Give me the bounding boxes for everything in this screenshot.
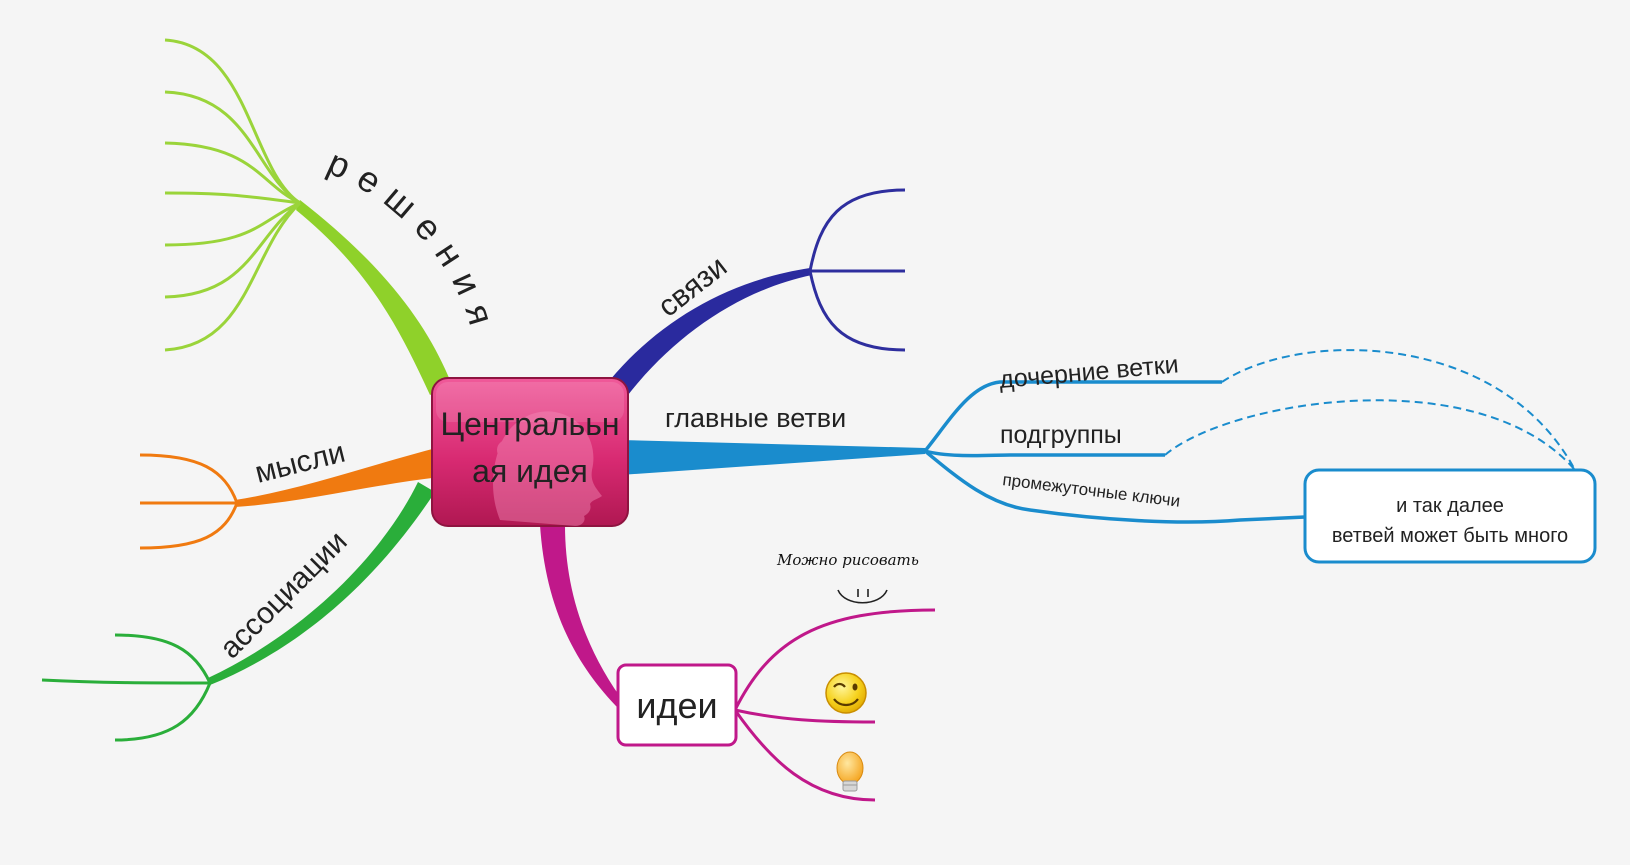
lightbulb-icon bbox=[836, 751, 864, 792]
sub-branch-docherniye-label: дочерние ветки bbox=[998, 350, 1180, 394]
branch-glavnye-trunk bbox=[620, 440, 925, 475]
branch-glavnye-twigs bbox=[923, 380, 1306, 524]
branch-idei-twigs bbox=[733, 608, 936, 802]
central-node-line1: Централььн bbox=[440, 406, 619, 442]
branch-idei: идеи Можно рисовать bbox=[540, 525, 936, 802]
branch-resheniya-trunk bbox=[296, 200, 452, 395]
branch-idei-box bbox=[616, 663, 738, 747]
branch-glavnye-dashed-links bbox=[1164, 349, 1576, 471]
sub-branch-promezhutochnye-label: промежуточные ключи bbox=[1002, 470, 1182, 511]
branch-resheniya-label: решения bbox=[322, 141, 506, 341]
winking-smiley-icon bbox=[825, 672, 867, 714]
central-node: Централььн ая идея bbox=[431, 377, 629, 527]
note-box-line2: ветвей может быть много bbox=[1332, 525, 1568, 547]
branch-resheniya-twigs bbox=[164, 38, 302, 352]
branch-idei-label: идеи bbox=[636, 685, 717, 726]
branch-assotsiatsii: ассоциации bbox=[41, 482, 435, 742]
sub-branch-podgruppy-label: подгруппы bbox=[1000, 421, 1122, 449]
branch-mysli-twigs bbox=[139, 453, 239, 550]
branch-glavnye: главные ветви дочерние ветки подгруппы п… bbox=[620, 349, 1597, 564]
branch-svyazi-twigs bbox=[808, 188, 906, 352]
branch-glavnye-label: главные ветви bbox=[665, 403, 846, 433]
branch-resheniya: решения bbox=[164, 38, 506, 395]
branch-svyazi-trunk bbox=[610, 268, 812, 395]
branch-assotsiatsii-twigs bbox=[41, 633, 212, 742]
branch-svyazi: связи bbox=[610, 188, 906, 395]
note-box bbox=[1303, 468, 1597, 564]
branch-idei-trunk bbox=[540, 525, 626, 710]
central-node-line2: ая идея bbox=[472, 453, 588, 489]
handwritten-note: Можно рисовать bbox=[776, 551, 919, 569]
smiley-drawing-icon bbox=[837, 589, 888, 604]
branch-mysli-trunk bbox=[235, 447, 440, 507]
branch-assotsiatsii-trunk bbox=[208, 482, 435, 685]
head-silhouette-icon bbox=[493, 411, 602, 526]
note-box-line1: и так далее bbox=[1396, 495, 1504, 517]
